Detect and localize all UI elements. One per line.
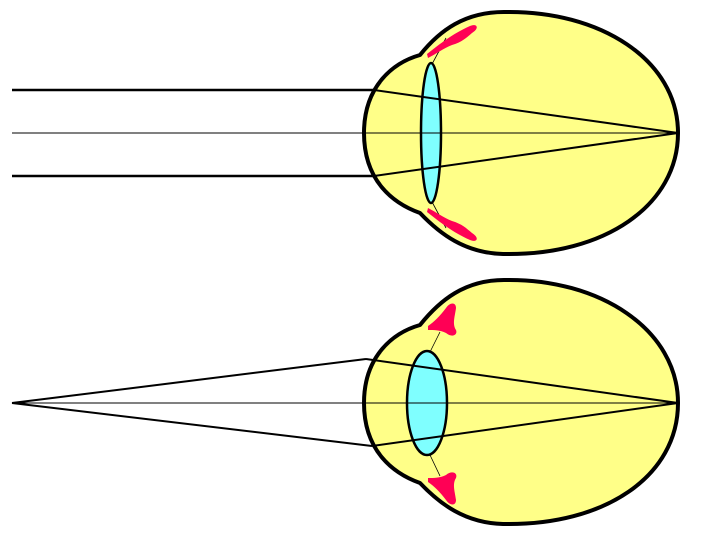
ray-lower-refracted [373, 132, 679, 177]
ciliary-muscle-lower [427, 208, 477, 241]
ray-upper-refracted [365, 358, 679, 404]
eyeball-bottom [362, 277, 680, 527]
ciliary-muscle-upper [428, 303, 457, 336]
ray-upper-refracted [373, 89, 679, 134]
zonule-fiber-lower [429, 454, 441, 477]
ciliary-muscle-lower [428, 472, 457, 505]
zonule-fiber-upper [429, 331, 441, 353]
ray-lower-refracted [371, 402, 679, 447]
ray-lower-incoming [11, 402, 373, 447]
ray-upper-incoming [11, 358, 367, 404]
ciliary-muscle-upper [427, 25, 477, 58]
distant-vision-panel [12, 9, 680, 257]
near-vision-panel [11, 277, 680, 527]
